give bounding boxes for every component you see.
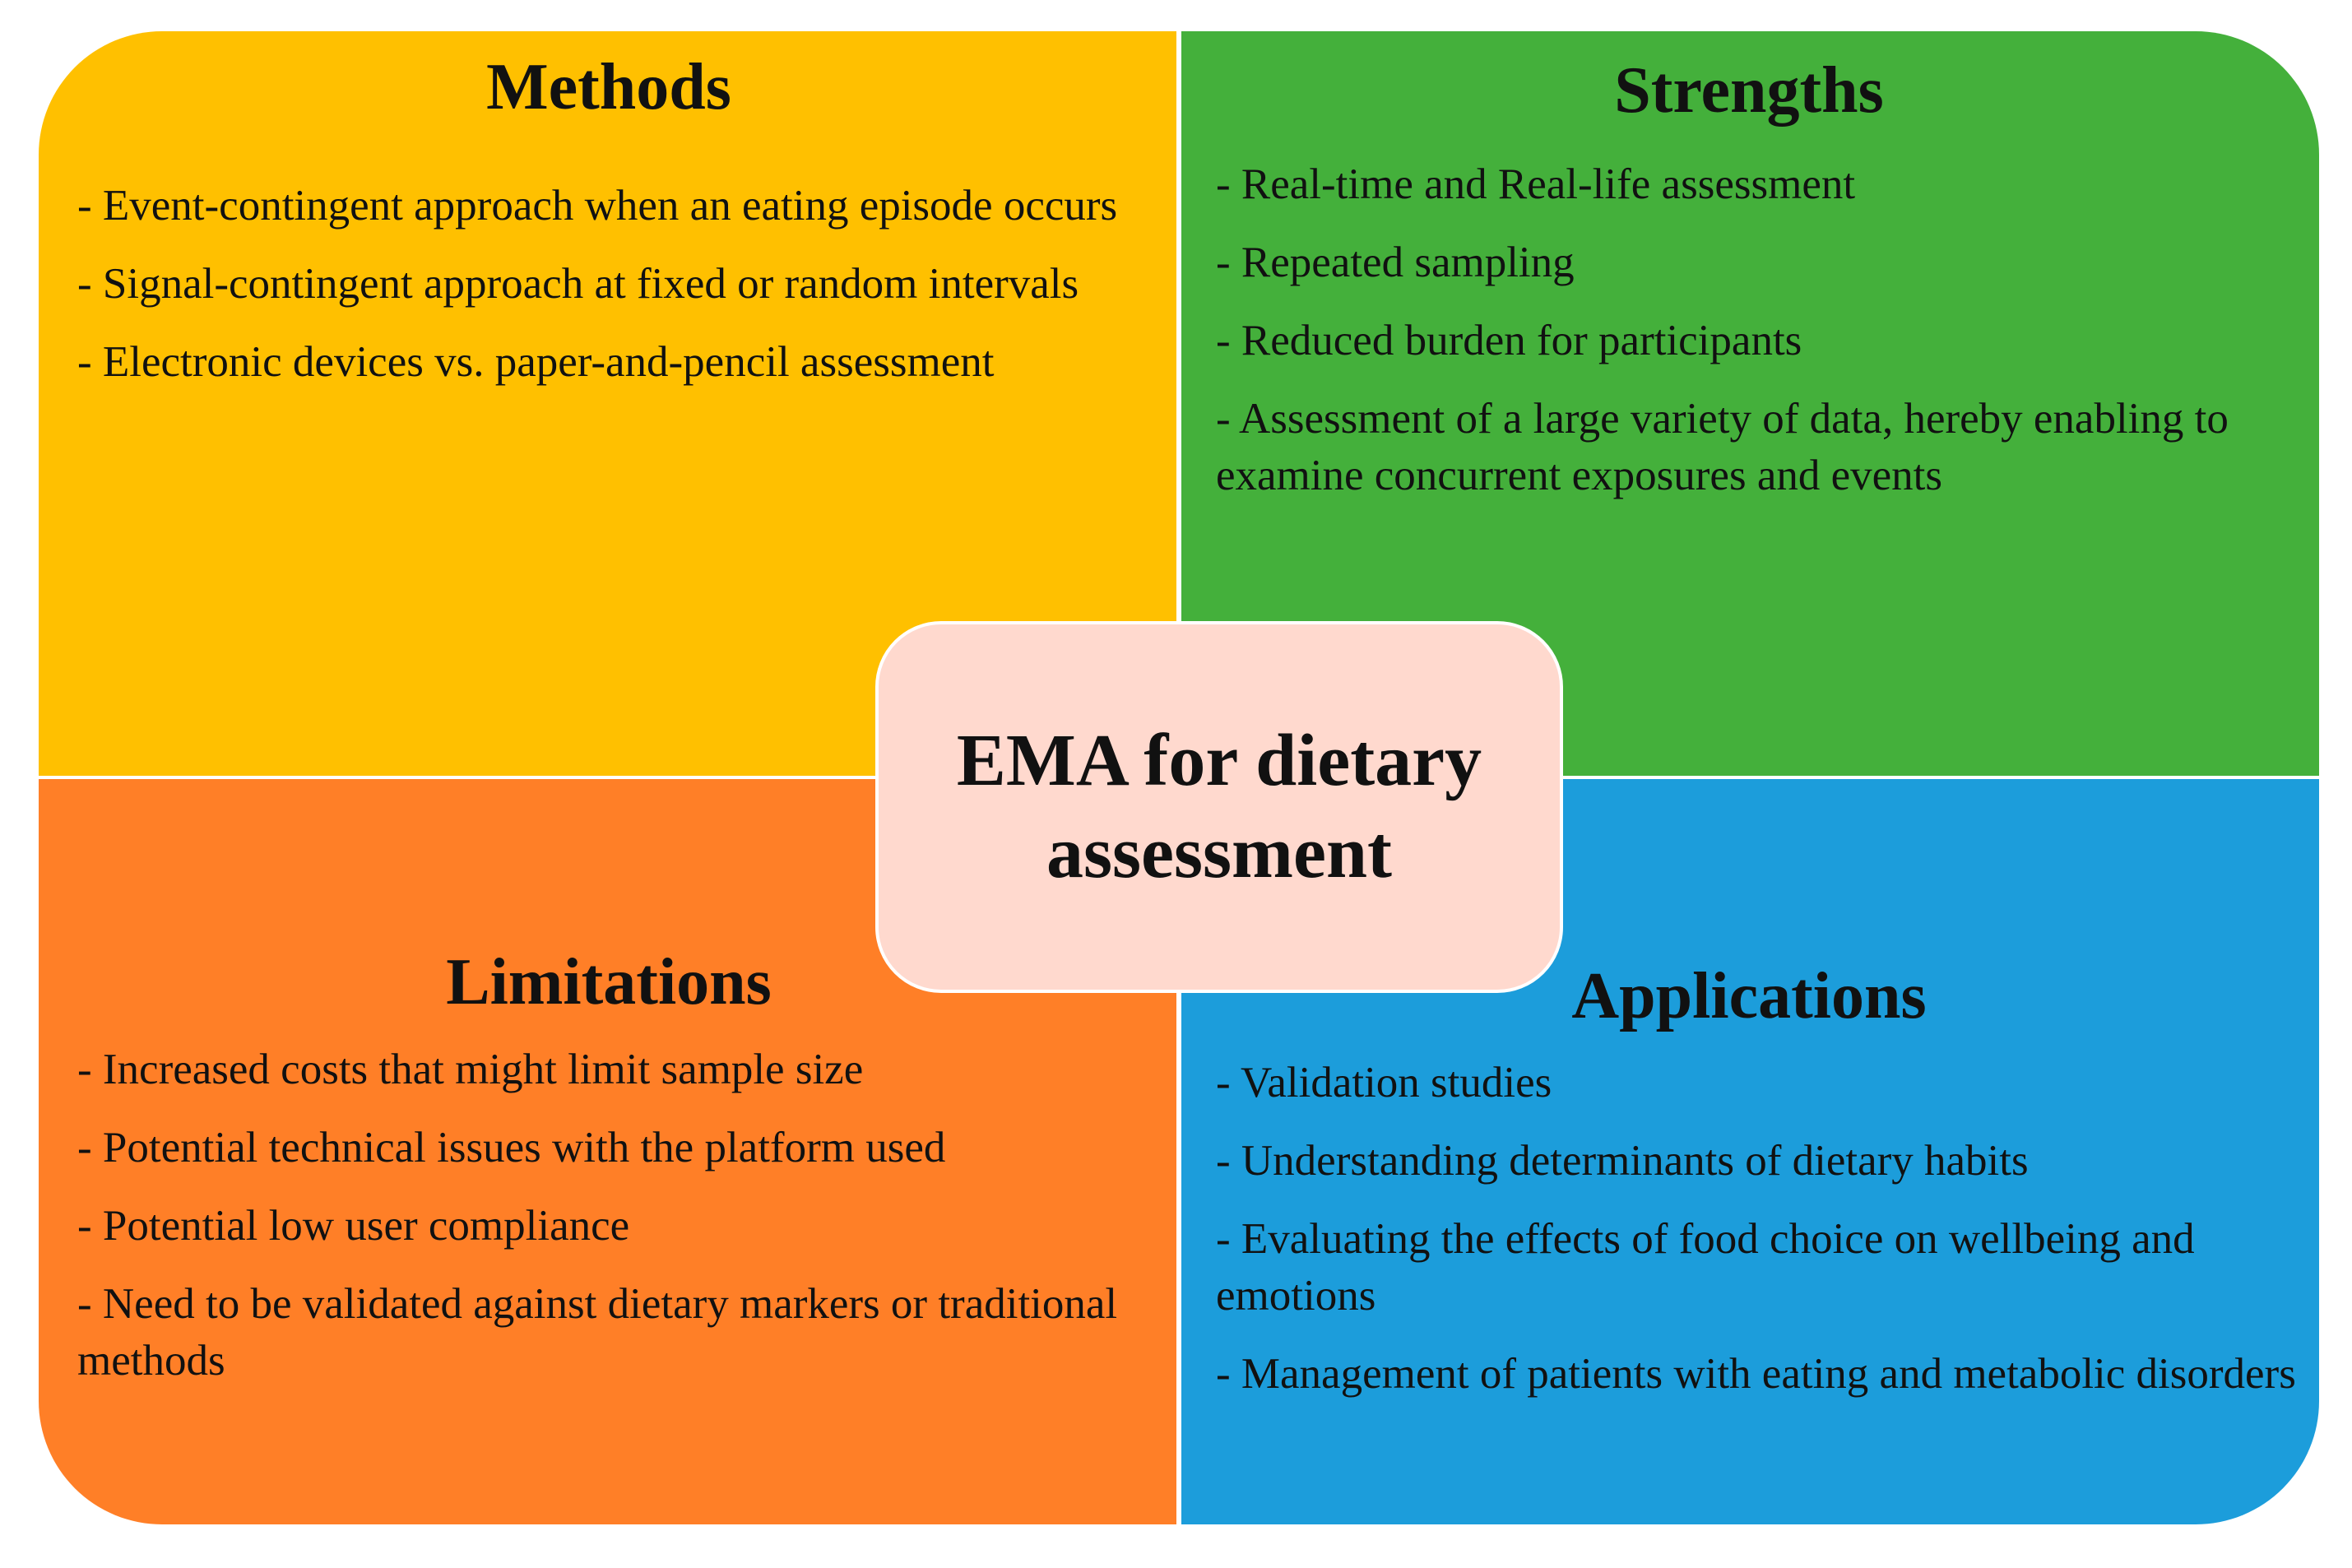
applications-item: - Management of patients with eating and… [1216, 1350, 2296, 1398]
applications-title: Applications [1571, 960, 1927, 1032]
methods-item: - Electronic devices vs. paper-and-penci… [77, 338, 995, 386]
methods-title: Methods [486, 51, 731, 123]
limitations-item: - Potential low user compliance [77, 1202, 630, 1250]
applications-item: - Understanding determinants of dietary … [1216, 1137, 2029, 1185]
strengths-item: - Repeated sampling [1216, 239, 1575, 286]
limitations-item: - Need to be validated against dietary m… [77, 1280, 1118, 1385]
strengths-item: - Assessment of a large variety of data,… [1216, 395, 2229, 499]
methods-quadrant: Methods - Event-contingent approach when… [39, 31, 1179, 778]
ema-diagram: Methods - Event-contingent approach when… [39, 31, 2319, 1524]
limitations-item: - Potential technical issues with the pl… [77, 1124, 946, 1171]
strengths-item: - Reduced burden for participants [1216, 317, 1802, 364]
limitations-title: Limitations [446, 946, 772, 1018]
center-topic-box: EMA for dietary assessment [875, 621, 1563, 993]
limitations-item: - Increased costs that might limit sampl… [77, 1046, 864, 1093]
center-title-line-2: assessment [1046, 812, 1392, 893]
methods-list: - Event-contingent approach when an eati… [77, 178, 1147, 412]
center-title-line-1: EMA for dietary [956, 720, 1482, 801]
applications-list: - Validation studies - Understanding det… [1216, 1055, 2302, 1424]
applications-item: - Validation studies [1216, 1059, 1552, 1106]
limitations-list: - Increased costs that might limit sampl… [77, 1041, 1155, 1411]
strengths-item: - Real-time and Real-life assessment [1216, 160, 1856, 208]
methods-item: - Event-contingent approach when an eati… [77, 182, 1118, 230]
strengths-list: - Real-time and Real-life assessment - R… [1216, 156, 2285, 526]
strengths-quadrant: Strengths - Real-time and Real-life asse… [1179, 31, 2319, 778]
strengths-title: Strengths [1614, 54, 1884, 127]
applications-item: - Evaluating the effects of food choice … [1216, 1215, 2195, 1320]
methods-item: - Signal-contingent approach at fixed or… [77, 260, 1079, 308]
